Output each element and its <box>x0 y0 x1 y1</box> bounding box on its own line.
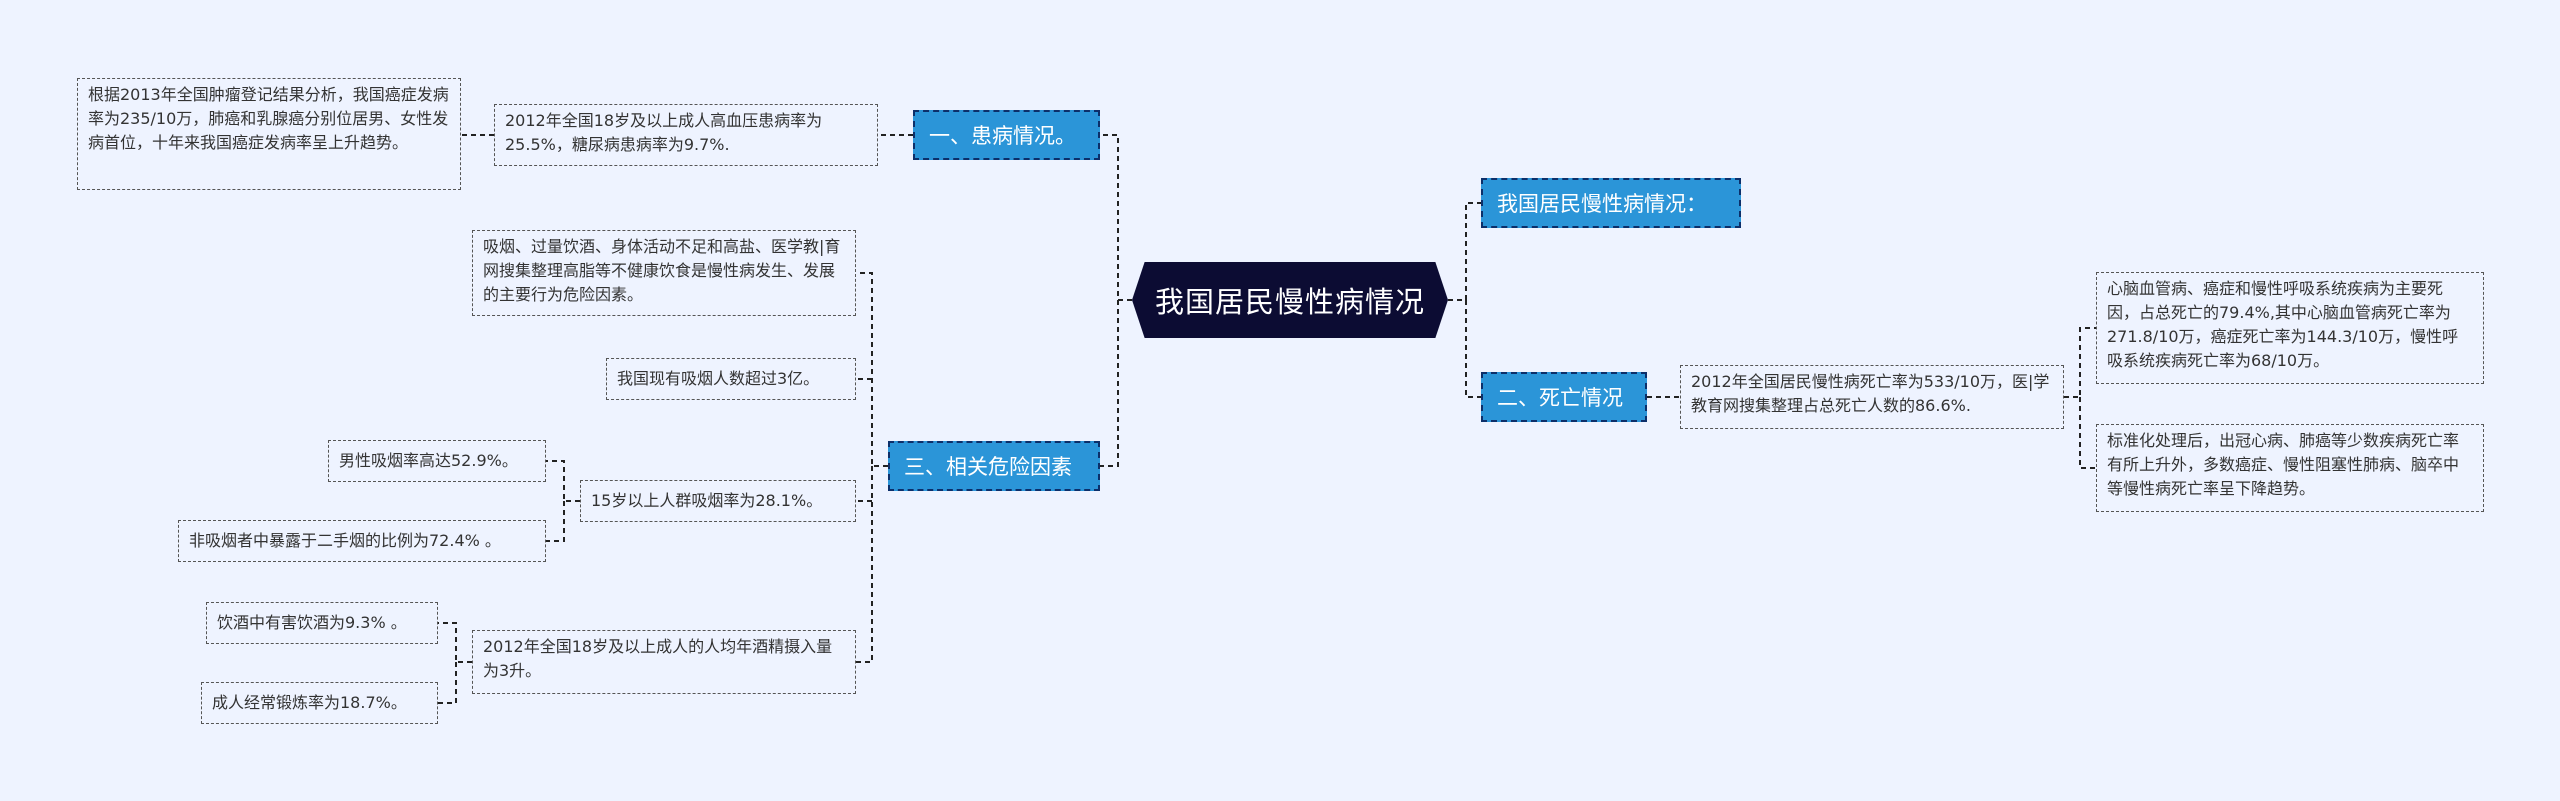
leaf-behavior-risks[interactable]: 吸烟、过量饮酒、身体活动不足和高盐、医学教|育网搜集整理高脂等不健康饮食是慢性病… <box>472 230 856 316</box>
leaf-alcohol-intake[interactable]: 2012年全国18岁及以上成人的人均年酒精摄入量为3升。 <box>472 630 856 694</box>
connector-16 <box>2079 397 2096 469</box>
leaf-main-causes-of-death[interactable]: 心脑血管病、癌症和慢性呼吸系统疾病为主要死因，占总死亡的79.4%,其中心脑血管… <box>2096 272 2484 384</box>
connector-1 <box>1100 300 1119 467</box>
connector-12 <box>438 622 472 663</box>
connector-0 <box>1100 134 1132 301</box>
leaf-secondhand-smoke[interactable]: 非吸烟者中暴露于二手烟的比例为72.4% 。 <box>178 520 546 562</box>
connector-13 <box>438 662 457 704</box>
leaf-male-smoking-rate[interactable]: 男性吸烟率高达52.9%。 <box>328 440 546 482</box>
branch-prevalence[interactable]: 一、患病情况。 <box>913 110 1100 160</box>
connector-9 <box>856 466 873 663</box>
connector-15 <box>2064 327 2096 398</box>
branch-risk-factors[interactable]: 三、相关危险因素 <box>888 441 1100 491</box>
connector-6 <box>856 272 888 467</box>
branch-chronic-disease-status[interactable]: 我国居民慢性病情况： <box>1481 178 1741 228</box>
connector-2 <box>1448 202 1481 301</box>
leaf-chronic-death-rate[interactable]: 2012年全国居民慢性病死亡率为533/10万，医|学教育网搜集整理占总死亡人数… <box>1680 365 2064 429</box>
leaf-smokers-count[interactable]: 我国现有吸烟人数超过3亿。 <box>606 358 856 400</box>
leaf-exercise-rate[interactable]: 成人经常锻炼率为18.7%。 <box>201 682 438 724</box>
leaf-smoking-rate[interactable]: 15岁以上人群吸烟率为28.1%。 <box>580 480 856 522</box>
branch-mortality[interactable]: 二、死亡情况 <box>1481 372 1647 422</box>
leaf-cancer-incidence[interactable]: 根据2013年全国肿瘤登记结果分析，我国癌症发病率为235/10万，肺癌和乳腺癌… <box>77 78 461 190</box>
connector-10 <box>546 460 580 502</box>
leaf-harmful-drinking[interactable]: 饮酒中有害饮酒为9.3% 。 <box>206 602 438 644</box>
connector-3 <box>1465 300 1481 398</box>
leaf-standardized-trends[interactable]: 标准化处理后，出冠心病、肺癌等少数疾病死亡率有所上升外，多数癌症、慢性阻塞性肺病… <box>2096 424 2484 512</box>
connector-11 <box>546 501 565 542</box>
central-topic[interactable]: 我国居民慢性病情况 <box>1132 262 1448 338</box>
leaf-hypertension-diabetes[interactable]: 2012年全国18岁及以上成人高血压患病率为25.5%，糖尿病患病率为9.7%. <box>494 104 878 166</box>
